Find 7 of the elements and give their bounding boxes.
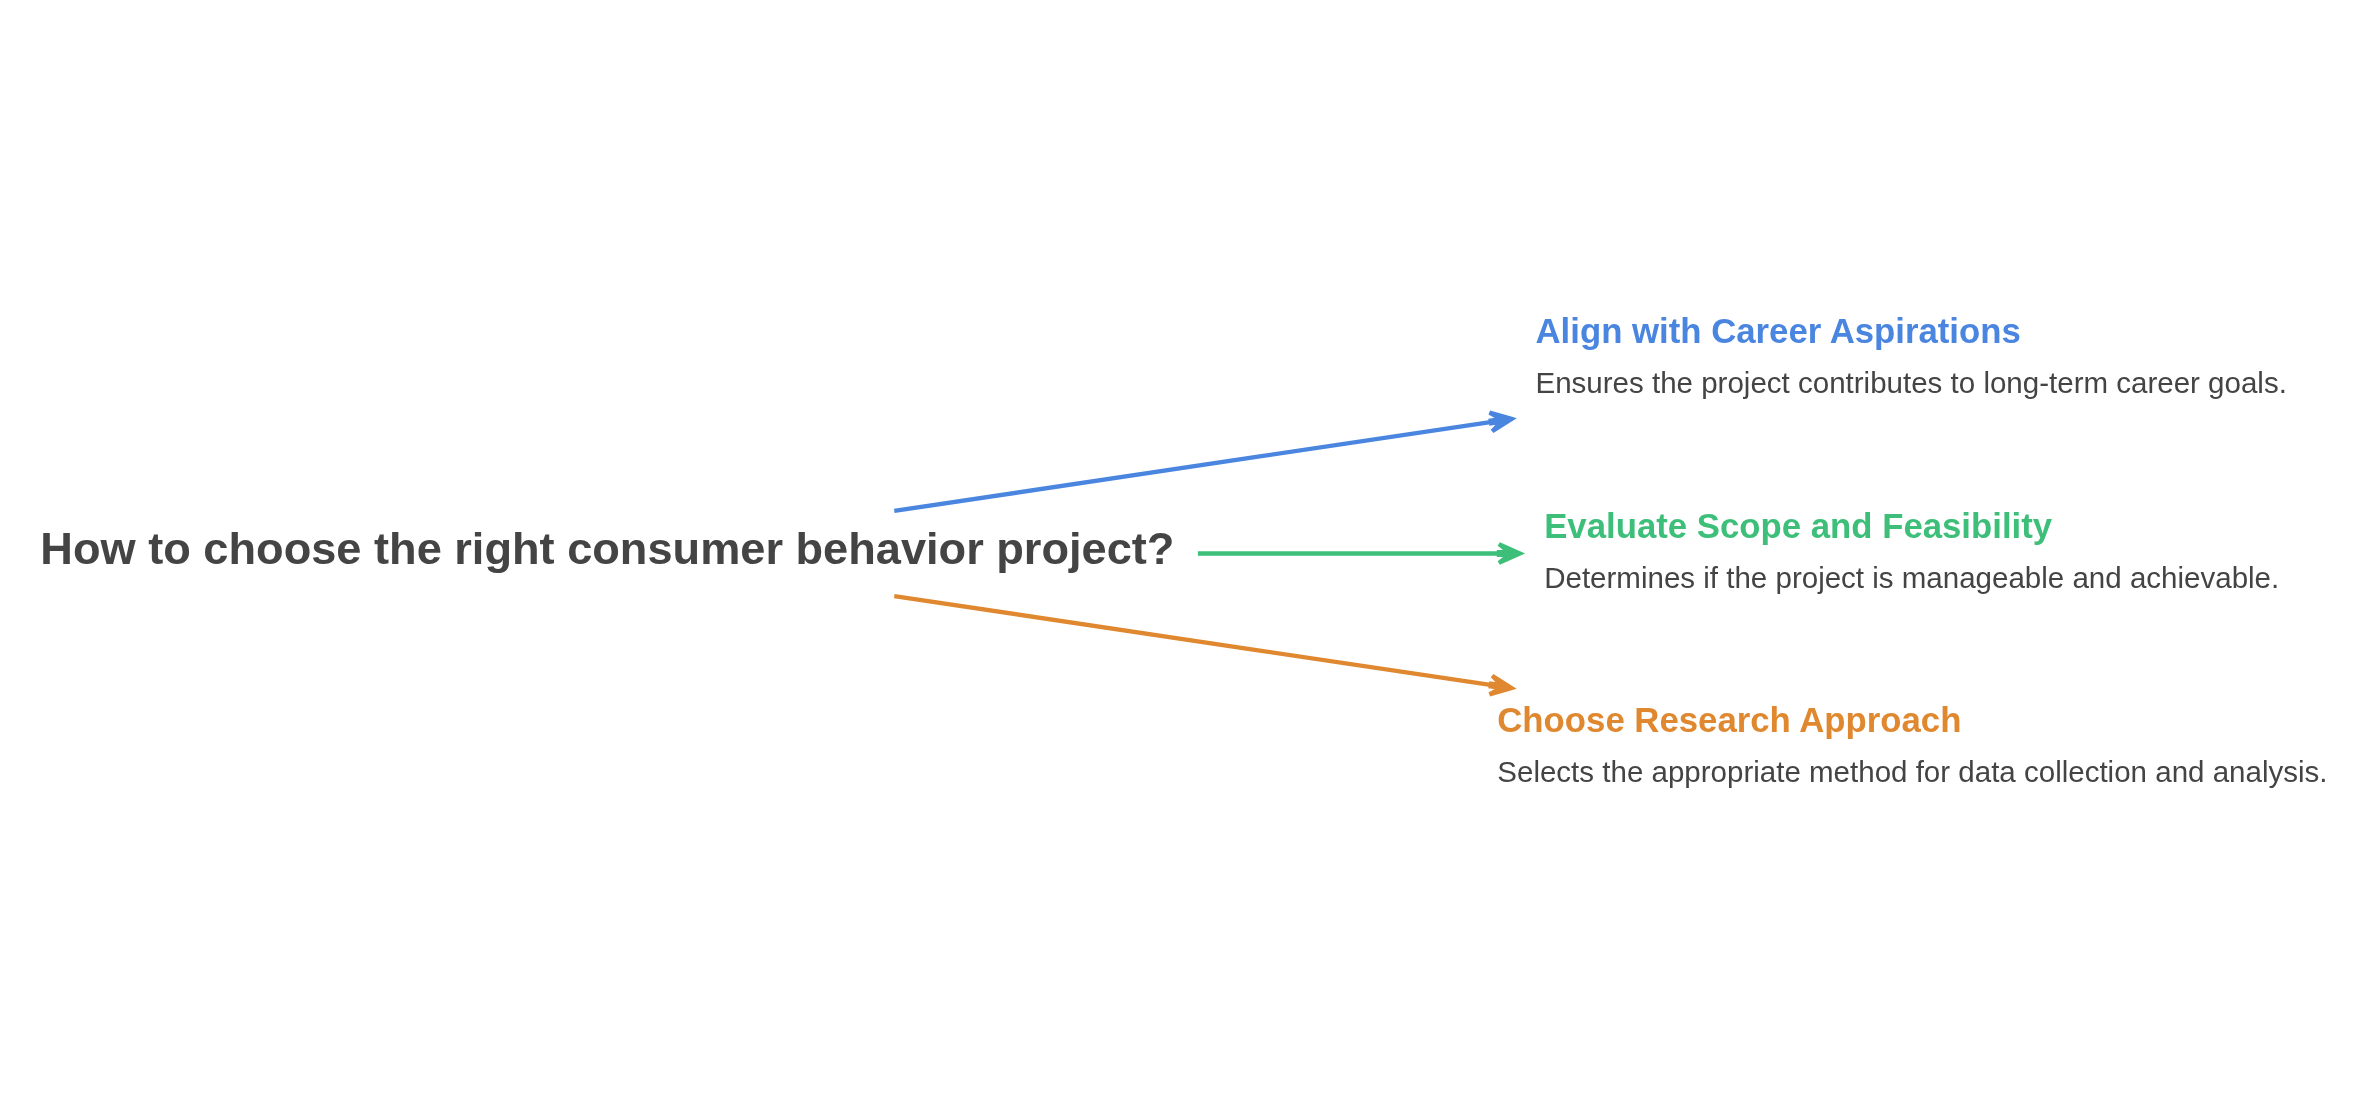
node-text: Align with Career Aspirations Ensures the project contributes to long-term career goals. [1535, 312, 2287, 399]
node-text: Choose Research Approach Selects the appropriate method for data collection and analysis. [1497, 701, 2328, 789]
node-text: How to choose the right consumer behavior project? [40, 522, 1175, 574]
node-text: Evaluate Scope and Feasibility Determines if the project is manageable and achievable. [1544, 506, 2280, 594]
arrow [893, 410, 1514, 514]
arrow [893, 593, 1514, 697]
arrow [1197, 541, 1522, 566]
